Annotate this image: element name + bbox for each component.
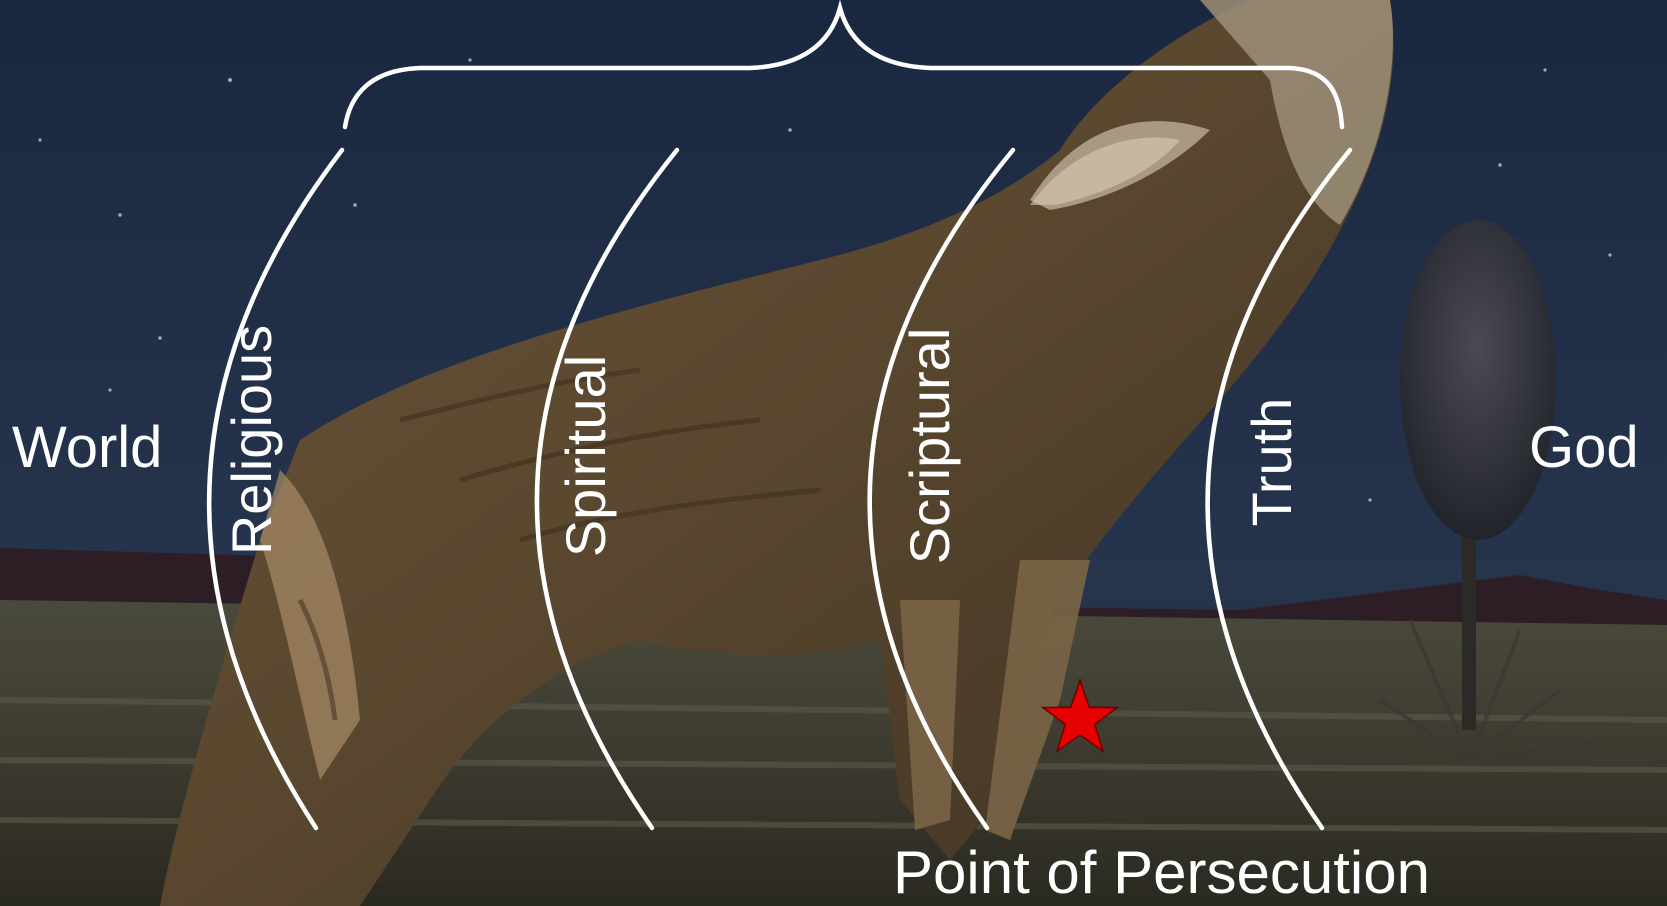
band-label-truth: Truth xyxy=(1244,398,1300,527)
god-label: God xyxy=(1529,419,1639,477)
world-label: World xyxy=(12,419,162,477)
band-label-scriptural: Scriptural xyxy=(902,328,958,565)
band-label-religious: Religious xyxy=(224,325,280,555)
band-label-spiritual: Spiritual xyxy=(558,355,614,557)
point-of-persecution-label: Point of Persecution xyxy=(893,843,1430,903)
